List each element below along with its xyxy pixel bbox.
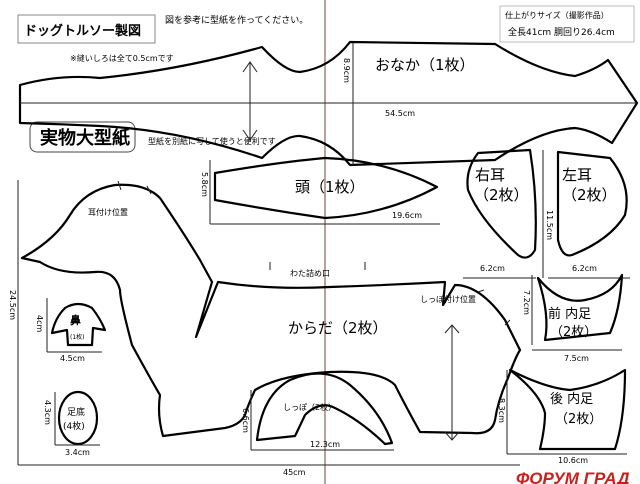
title-box bbox=[17, 14, 156, 44]
tail-width: 12.3cm bbox=[310, 440, 340, 449]
right-ear-label: 右耳 bbox=[475, 166, 505, 184]
right-ear-width: 6.2cm bbox=[480, 264, 505, 273]
belly-label: おなか（1枚） bbox=[375, 56, 475, 74]
sole-count: (4枚) bbox=[63, 420, 85, 432]
body-height: 24.5cm bbox=[8, 290, 17, 320]
sole-width: 3.4cm bbox=[65, 448, 90, 457]
body-piece bbox=[20, 183, 522, 438]
fullsize-note: 型紙を別紙に写して使うと便利です bbox=[148, 136, 276, 146]
stuffing-opening-label: わた詰め口 bbox=[290, 268, 330, 278]
tail-piece bbox=[255, 372, 394, 446]
head-piece bbox=[213, 156, 439, 220]
tail-mark-label: しっぽ付け位置 bbox=[420, 294, 476, 304]
instruction-text: 図を参考に型紙を作ってください。 bbox=[165, 14, 308, 26]
ear-mark-label: 耳付け位置 bbox=[88, 207, 128, 217]
hind-leg-width: 10.6cm bbox=[558, 456, 588, 465]
grain-arrow-icon bbox=[242, 61, 258, 141]
front-leg-width: 7.5cm bbox=[564, 354, 589, 363]
hind-leg-height: 8.3cm bbox=[497, 398, 506, 423]
belly-height: 8.9cm bbox=[342, 58, 351, 83]
right-ear-count: （2枚） bbox=[474, 186, 529, 204]
body-label: からだ（2枚） bbox=[288, 319, 388, 337]
finished-size-box bbox=[499, 5, 635, 43]
front-leg-count: （2枚） bbox=[550, 325, 597, 340]
grain-arrow-icon bbox=[444, 324, 460, 441]
match-marks bbox=[117, 180, 511, 326]
right-ear-piece bbox=[466, 148, 537, 259]
nose-count: (1枚) bbox=[70, 333, 85, 341]
left-ear-label: 左耳 bbox=[562, 166, 592, 184]
sole-height: 4.3cm bbox=[43, 400, 52, 425]
watermark: ФОРУМ ГРАД bbox=[516, 469, 629, 484]
head-width: 19.6cm bbox=[392, 211, 422, 220]
seam-note: ※縫いしろは全て0.5cmです bbox=[70, 53, 174, 63]
hind-inner-leg-piece bbox=[508, 368, 627, 451]
hind-leg-label: 後 内足 bbox=[550, 391, 593, 407]
finished-size-label: 仕上がりサイズ（撮影作品） bbox=[505, 10, 609, 20]
finished-size: 全長41cm 胴回り26.4cm bbox=[508, 26, 615, 38]
hind-leg-count: （2枚） bbox=[555, 412, 602, 427]
front-leg-label: 前 内足 bbox=[548, 306, 591, 322]
front-leg-height: 7.2cm bbox=[522, 290, 531, 315]
body-width: 45cm bbox=[283, 468, 306, 477]
ear-height: 11.5cm bbox=[545, 210, 554, 240]
nose-height: 4cm bbox=[35, 315, 44, 332]
fullsize-label: 実物大型紙 bbox=[40, 127, 130, 149]
nose-piece bbox=[50, 302, 107, 347]
head-label: 頭（1枚） bbox=[295, 178, 365, 196]
nose-label: 鼻 bbox=[70, 313, 81, 327]
sole-piece bbox=[57, 390, 99, 446]
left-ear-piece bbox=[556, 150, 628, 257]
tail-label: しっぽ（2枚） bbox=[283, 402, 336, 412]
sole-label: 足底 bbox=[67, 406, 85, 418]
fullsize-box bbox=[29, 121, 136, 153]
nose-width: 4.5cm bbox=[60, 354, 85, 363]
head-height: 5.8cm bbox=[200, 172, 209, 197]
left-ear-count: （2枚） bbox=[562, 186, 617, 204]
tail-height: 6.6cm bbox=[241, 408, 250, 433]
belly-width: 54.5cm bbox=[385, 109, 415, 118]
page-title: ドッグトルソー製図 bbox=[24, 23, 141, 39]
left-ear-width: 6.2cm bbox=[572, 264, 597, 273]
front-inner-leg-piece bbox=[536, 273, 624, 342]
